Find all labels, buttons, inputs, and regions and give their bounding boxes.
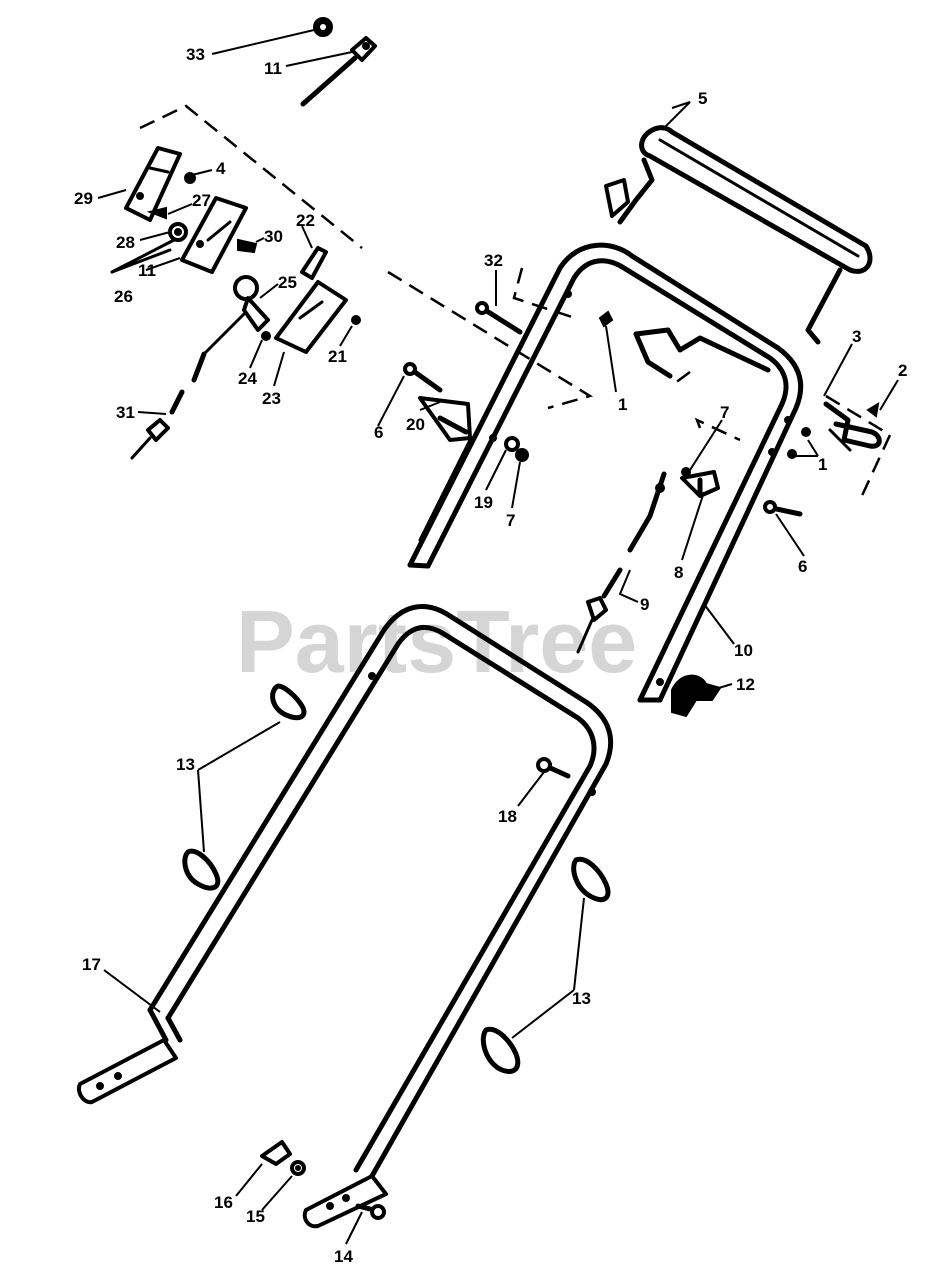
upper-handle-10[interactable] <box>407 242 804 703</box>
callout-13b: 13 <box>572 989 591 1008</box>
callout-32: 32 <box>484 251 503 270</box>
nut-24[interactable] <box>261 331 271 341</box>
wing-knob-12[interactable] <box>671 674 722 718</box>
callout-17: 17 <box>82 955 101 974</box>
nut-1b[interactable] <box>787 427 811 459</box>
lever-3[interactable] <box>823 401 882 452</box>
cable-tie-13c[interactable] <box>571 856 611 902</box>
callout-31: 31 <box>116 403 135 422</box>
callout-13a: 13 <box>176 755 195 774</box>
washer-28[interactable] <box>168 222 188 242</box>
callout-20: 20 <box>406 415 425 434</box>
clip-16[interactable] <box>260 1140 292 1166</box>
callout-21: 21 <box>328 347 347 366</box>
lever-25[interactable] <box>233 275 270 332</box>
leader-lines <box>97 29 899 1245</box>
callout-11a: 11 <box>264 59 282 78</box>
callout-26: 26 <box>114 287 133 306</box>
washer-19[interactable] <box>504 436 520 452</box>
bracket-23[interactable] <box>274 280 348 354</box>
control-housing-29[interactable] <box>124 146 182 222</box>
screw-30[interactable] <box>237 238 258 254</box>
cable-end-11b[interactable] <box>110 238 176 274</box>
control-housing-26[interactable] <box>180 196 248 274</box>
dashed-group-upper-handle <box>512 267 892 501</box>
callout-33: 33 <box>186 45 205 64</box>
callout-9: 9 <box>640 595 649 614</box>
callout-11b: 11 <box>138 261 156 280</box>
callout-7b: 7 <box>720 403 729 422</box>
callout-3: 3 <box>852 327 861 346</box>
nut-15[interactable] <box>290 1160 306 1176</box>
cable-9[interactable] <box>576 471 667 654</box>
callout-18: 18 <box>498 807 517 826</box>
callout-16: 16 <box>214 1193 233 1212</box>
callout-10: 10 <box>734 641 753 660</box>
cable-end-11[interactable] <box>300 36 377 107</box>
bolt-6b[interactable] <box>763 500 803 517</box>
callout-2: 2 <box>898 361 907 380</box>
cable-tie-13d[interactable] <box>480 1026 521 1074</box>
bolt-18[interactable] <box>536 757 571 779</box>
bolt-6a[interactable] <box>403 362 443 393</box>
callout-4: 4 <box>216 159 226 178</box>
spring-22[interactable] <box>300 246 328 280</box>
callout-30: 30 <box>264 227 283 246</box>
callout-23: 23 <box>262 389 281 408</box>
callout-1b: 1 <box>818 455 827 474</box>
cable-tie-13b[interactable] <box>182 848 221 891</box>
callout-14: 14 <box>334 1247 353 1266</box>
nut-33[interactable] <box>313 17 333 37</box>
callout-7a: 7 <box>506 511 515 530</box>
callout-19: 19 <box>474 493 493 512</box>
callout-1a: 1 <box>618 395 627 414</box>
screw-2[interactable] <box>866 402 880 418</box>
handle-grip-5[interactable] <box>604 125 873 345</box>
bolt-14[interactable] <box>355 1203 386 1220</box>
callout-28: 28 <box>116 233 135 252</box>
callout-labels: 33 11 5 4 29 27 28 30 22 11 26 25 32 24 … <box>74 45 907 1266</box>
nut-1a[interactable] <box>598 310 614 328</box>
callout-6a: 6 <box>374 423 383 442</box>
callout-22: 22 <box>296 211 315 230</box>
cable-tie-13a[interactable] <box>270 683 307 721</box>
clip-8[interactable] <box>680 470 720 498</box>
callout-8: 8 <box>674 563 683 582</box>
nut-7a[interactable] <box>515 448 529 462</box>
bracket-20[interactable] <box>418 396 472 442</box>
nut-21[interactable] <box>351 315 361 325</box>
callout-29: 29 <box>74 189 93 208</box>
bolt-32[interactable] <box>475 301 523 335</box>
callout-12: 12 <box>736 675 755 694</box>
callout-15: 15 <box>246 1207 265 1226</box>
callout-27: 27 <box>192 191 211 210</box>
callout-25: 25 <box>278 273 297 292</box>
dashed-group-controls <box>139 104 594 410</box>
spring-27[interactable] <box>146 206 167 220</box>
lower-handle-17[interactable] <box>77 604 614 1229</box>
callout-24: 24 <box>238 369 257 388</box>
callout-5: 5 <box>698 89 707 108</box>
cable-31[interactable] <box>130 312 246 460</box>
callout-6b: 6 <box>798 557 807 576</box>
